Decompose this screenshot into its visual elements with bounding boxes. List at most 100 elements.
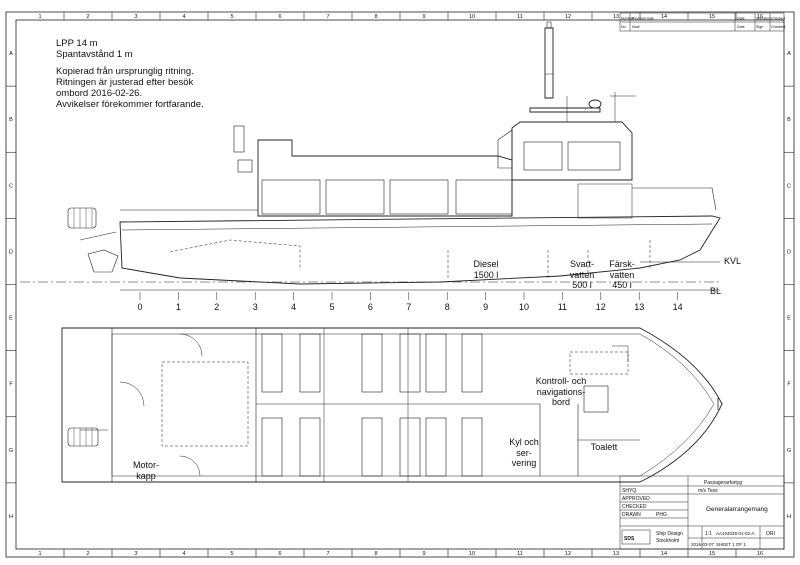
frame-number: 4 bbox=[291, 302, 296, 312]
sheet-size: ORI bbox=[766, 531, 775, 537]
column-label: 4 bbox=[182, 14, 185, 20]
vessel-type: Passagerarfartyg bbox=[704, 480, 742, 486]
diesel-tank-label: Diesel 1500 l bbox=[473, 259, 499, 280]
toilet-label: Toalett bbox=[590, 442, 618, 452]
adjusted-note: Ritningen är justerad efter besök bbox=[56, 77, 194, 88]
sheet-number: SHEET 1 OF 1 bbox=[716, 542, 746, 547]
revision-table bbox=[619, 12, 785, 32]
row-label: A bbox=[9, 51, 13, 57]
frame-spacing-note: Spantavstånd 1 m bbox=[56, 49, 133, 60]
frame-number: 3 bbox=[253, 302, 258, 312]
column-label: 7 bbox=[326, 551, 329, 557]
deviations-note: Avvikelser förekommer fortfarande. bbox=[56, 99, 204, 110]
row-label: F bbox=[787, 382, 791, 388]
drawing-date: 2016-03-07 bbox=[691, 542, 715, 547]
row-label: D bbox=[787, 249, 791, 255]
checked-label: CHECKED bbox=[622, 504, 647, 510]
hull bbox=[119, 215, 721, 285]
copied-note: Kopierad från ursprunglig ritning. bbox=[56, 66, 194, 77]
column-label: 16 bbox=[757, 14, 763, 20]
column-label: 1 bbox=[38, 14, 41, 20]
column-label: 9 bbox=[422, 551, 425, 557]
black-water-tank-label: Svart- vatten 500 l bbox=[569, 259, 595, 290]
fresh-water-tank-label: Färsk- vatten 450 l bbox=[609, 259, 635, 290]
row-label: B bbox=[9, 117, 13, 123]
row-label: B bbox=[787, 117, 791, 123]
row-label: H bbox=[787, 514, 791, 520]
column-label: 14 bbox=[661, 551, 667, 557]
control-station-label: Kontroll- och navigations- bord bbox=[535, 376, 587, 407]
column-labels: 1122334455667788991010111112121313141415… bbox=[38, 14, 763, 557]
column-label: 8 bbox=[374, 551, 377, 557]
column-label: 5 bbox=[230, 551, 233, 557]
onboard-note: ombord 2016-02-26. bbox=[56, 88, 143, 99]
row-label: D bbox=[9, 249, 13, 255]
frame-number: 7 bbox=[406, 302, 411, 312]
column-label: 3 bbox=[134, 14, 137, 20]
column-label: 16 bbox=[757, 551, 763, 557]
frame-number: 8 bbox=[445, 302, 450, 312]
column-label: 13 bbox=[613, 551, 619, 557]
drawn-label: DRAWN bbox=[622, 512, 641, 518]
frame-number: 0 bbox=[137, 302, 142, 312]
column-label: 11 bbox=[517, 14, 523, 20]
rev-sign: Sign bbox=[756, 25, 763, 29]
row-label: C bbox=[9, 183, 13, 189]
column-label: 11 bbox=[517, 551, 523, 557]
column-label: 2 bbox=[86, 551, 89, 557]
row-label: C bbox=[787, 183, 791, 189]
row-label: H bbox=[9, 514, 13, 520]
frame-number: 11 bbox=[558, 302, 567, 312]
row-label: A bbox=[787, 51, 791, 57]
drawing-title: Generalarrangemang bbox=[706, 506, 768, 513]
column-label: 12 bbox=[565, 14, 571, 20]
row-label: G bbox=[9, 448, 13, 454]
row-label: E bbox=[9, 316, 13, 322]
seating-rows bbox=[261, 333, 483, 477]
column-label: 7 bbox=[326, 14, 329, 20]
exhaust-stack bbox=[233, 125, 245, 153]
row-label: E bbox=[787, 316, 791, 322]
frame-number: 12 bbox=[596, 302, 606, 312]
column-label: 4 bbox=[182, 551, 185, 557]
approved-label: APPROVED bbox=[622, 496, 650, 502]
plan-view bbox=[61, 327, 723, 483]
frame-number: 1 bbox=[176, 302, 181, 312]
rev-note-header: Revision note bbox=[632, 17, 654, 21]
column-label: 8 bbox=[374, 14, 377, 20]
column-label: 6 bbox=[278, 14, 281, 20]
liferaft bbox=[67, 207, 97, 229]
drawn-by: PHG bbox=[656, 512, 667, 518]
company-logo: SDS bbox=[624, 536, 635, 542]
rev-note: Note bbox=[632, 25, 640, 29]
rev-date: Date bbox=[737, 25, 745, 29]
profile-view bbox=[67, 21, 721, 285]
deck-outline bbox=[61, 327, 723, 483]
column-label: 1 bbox=[38, 551, 41, 557]
column-label: 3 bbox=[134, 551, 137, 557]
column-label: 15 bbox=[709, 551, 715, 557]
column-label: 5 bbox=[230, 14, 233, 20]
grid-tick-marks bbox=[6, 12, 794, 557]
frame-number: 14 bbox=[673, 302, 683, 312]
column-label: 12 bbox=[565, 551, 571, 557]
column-label: 10 bbox=[469, 551, 475, 557]
galley-label: Kyl och ser- vering bbox=[509, 437, 539, 468]
rev-no: No bbox=[621, 25, 626, 29]
column-label: 2 bbox=[86, 14, 89, 20]
column-label: 6 bbox=[278, 551, 281, 557]
rev-checked: Checked bbox=[771, 25, 785, 29]
scale: 1:1 bbox=[705, 531, 712, 537]
row-label: G bbox=[787, 448, 791, 454]
frame-number: 2 bbox=[214, 302, 219, 312]
frame-number: 13 bbox=[634, 302, 644, 312]
frame-number: 9 bbox=[483, 302, 488, 312]
engine-casing-label: Motor- kapp bbox=[132, 460, 159, 481]
radar-mount bbox=[529, 107, 601, 113]
frame-number: 5 bbox=[329, 302, 334, 312]
drawn-initials: SHYQ bbox=[622, 488, 636, 494]
column-label: 15 bbox=[709, 14, 715, 20]
